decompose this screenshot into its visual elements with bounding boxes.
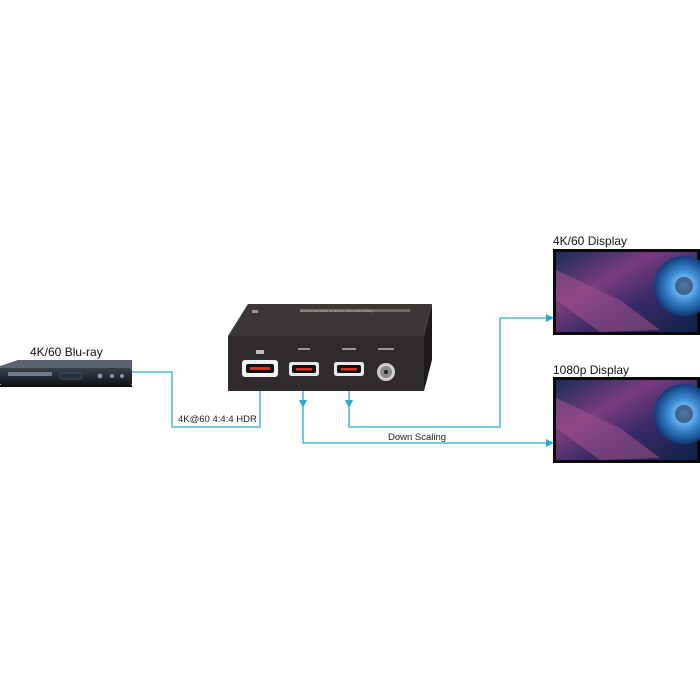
- output-4k-cable: [348, 317, 551, 428]
- display-4k-label: 4K/60 Display: [553, 234, 628, 248]
- display-4k-arrow: [546, 314, 554, 322]
- input-signal-label: 4K@60 4:4:4 HDR: [178, 414, 257, 425]
- display-1080p-arrow: [546, 439, 554, 447]
- out1-arrow: [299, 400, 307, 408]
- display-1080p-icon: [553, 377, 700, 463]
- input-cable: [130, 371, 261, 428]
- display-1080p-label: 1080p Display: [553, 363, 630, 377]
- display-4k-icon: [553, 249, 700, 335]
- downscale-label: Down Scaling: [388, 432, 447, 443]
- splitter-caption: HDMI 2.0 1x2 Splitter 4K 60Hz w/ 1080p D…: [299, 309, 374, 313]
- bluray-player-icon: [0, 360, 132, 387]
- splitter-device-icon: [228, 304, 432, 391]
- out2-arrow: [345, 400, 353, 408]
- source-label: 4K/60 Blu-ray: [30, 345, 103, 359]
